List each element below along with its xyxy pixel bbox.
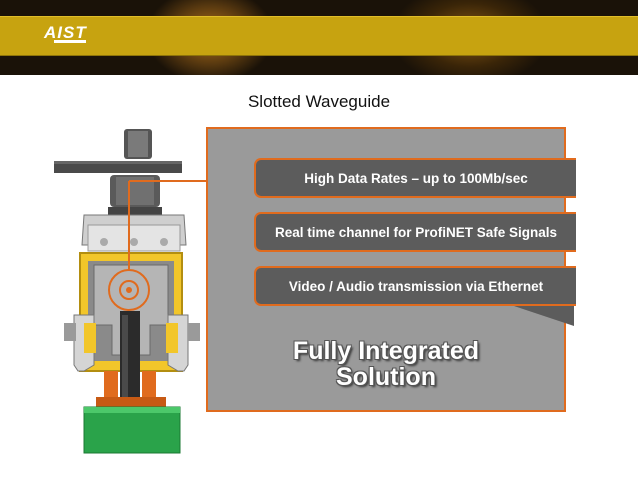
screw [160, 238, 168, 246]
waveguide-illustration [54, 129, 207, 454]
screw [100, 238, 108, 246]
slide-title: Slotted Waveguide [247, 92, 391, 111]
green-rail [83, 406, 181, 454]
aist-logo: AIST [44, 23, 87, 42]
right-insert [166, 323, 178, 353]
orange-support [142, 371, 156, 401]
feature-label: Real time channel for ProfiNET Safe Sign… [274, 224, 558, 240]
left-bolt [64, 323, 76, 341]
logo-underline [54, 40, 86, 43]
feature-banner-3: Video / Audio transmission via Ethernet [254, 266, 576, 306]
mount-plate-edge [54, 161, 182, 164]
feature-banner-1: High Data Rates – up to 100Mb/sec [254, 158, 576, 198]
signal-ring-inner [119, 280, 139, 300]
left-insert [84, 323, 96, 353]
header-banner: AIST [0, 0, 638, 75]
feature-label: Video / Audio transmission via Ethernet [288, 278, 544, 294]
washer [108, 207, 162, 215]
antenna-highlight [122, 315, 128, 399]
orange-support [104, 371, 118, 401]
signal-center [126, 287, 132, 293]
headline: Fully Integrated Solution [206, 338, 566, 390]
right-bolt [188, 323, 200, 341]
green-rail-top [84, 407, 180, 413]
banner-fold [514, 306, 574, 326]
headline-line-2: Solution [336, 363, 436, 391]
header-stripe [0, 16, 638, 56]
orange-base [96, 397, 166, 407]
screw [130, 238, 138, 246]
headline-line-1: Fully Integrated [292, 337, 480, 365]
feature-label: High Data Rates – up to 100Mb/sec [304, 170, 528, 186]
feature-banner-2: Real time channel for ProfiNET Safe Sign… [254, 212, 576, 252]
bolt-highlight [128, 131, 148, 157]
